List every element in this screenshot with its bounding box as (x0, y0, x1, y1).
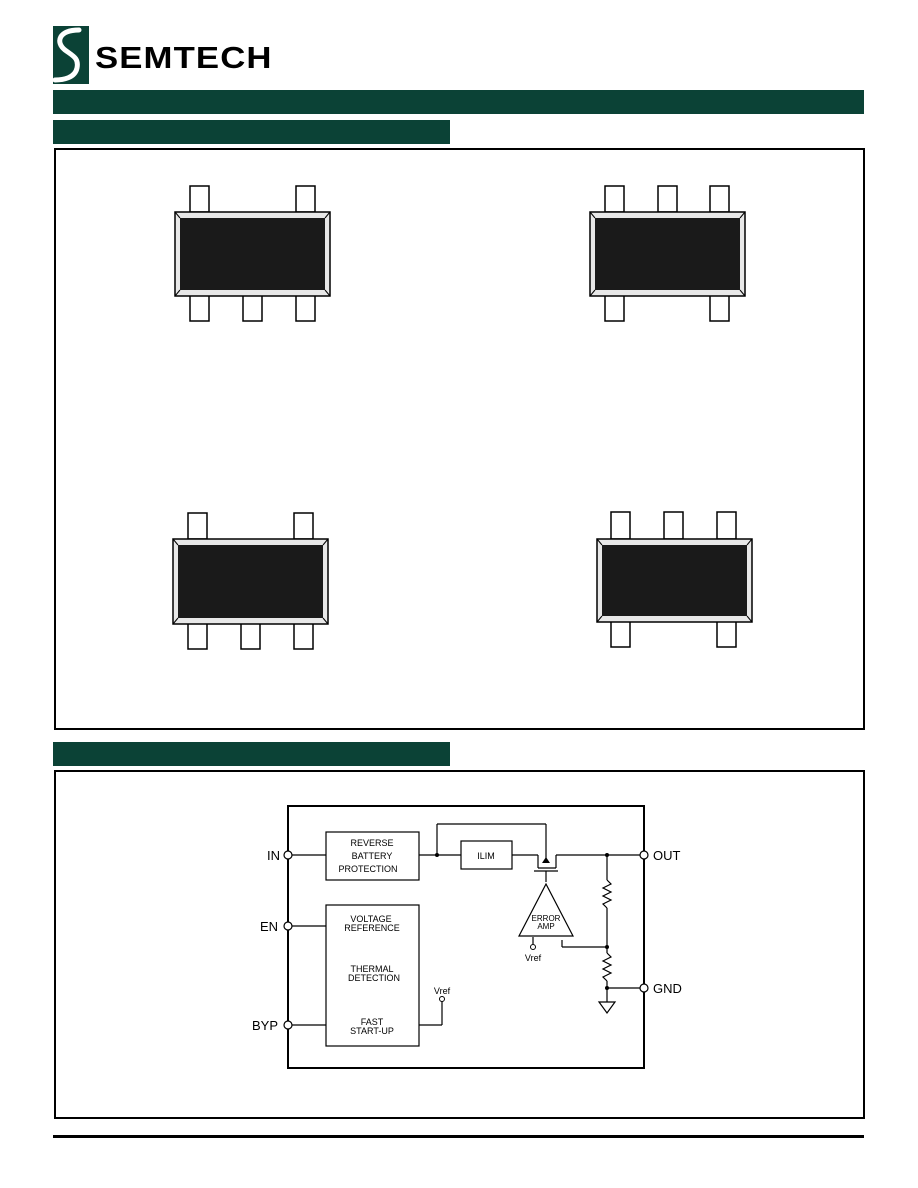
protection-label: PROTECTION (338, 864, 397, 874)
fast-label: FAST (361, 1017, 384, 1027)
pin-label-in: IN (267, 848, 280, 863)
pin (293, 512, 314, 540)
reference-block (325, 904, 420, 1047)
pin (610, 511, 631, 540)
start-up-label: START-UP (350, 1026, 394, 1036)
vref-node-icon (439, 996, 445, 1002)
package-top (595, 218, 740, 290)
header-band (53, 90, 864, 114)
reverse-label: REVERSE (350, 838, 393, 848)
junction-dot (605, 853, 609, 857)
package-top-right (589, 185, 746, 322)
package-bottom-right (596, 511, 753, 648)
resistor-icon (601, 952, 613, 982)
package-top (180, 218, 325, 290)
chip-outline (287, 805, 645, 1069)
junction-dot (605, 945, 609, 949)
junction-dot (605, 986, 609, 990)
pin-label-byp: BYP (252, 1018, 278, 1033)
section-header-block-diagram (53, 742, 450, 766)
brand-name: SEMTECH (95, 40, 273, 75)
pin-label-out: OUT (653, 848, 681, 863)
junction-dot (435, 853, 439, 857)
block-diagram-panel: IN EN BYP OUT GND (54, 770, 865, 1119)
pass-transistor-icon (542, 857, 550, 863)
pin (187, 512, 208, 540)
package-drawings (172, 185, 753, 650)
pin (709, 294, 730, 322)
thermal-label: THERMAL (350, 964, 393, 974)
in-pin-icon (283, 850, 293, 860)
reverse-battery-protection-block (325, 831, 420, 881)
wires (292, 823, 640, 1026)
out-pin-icon (639, 850, 649, 860)
gnd-pin-icon (639, 983, 649, 993)
pin (242, 294, 263, 322)
ilim-block (460, 840, 513, 870)
package-top (178, 545, 323, 618)
ground-icon (597, 1001, 617, 1015)
byp-pin-icon (283, 1020, 293, 1030)
pin (657, 185, 678, 213)
pin (187, 622, 208, 650)
pin (295, 294, 316, 322)
package-top-left (174, 185, 331, 322)
pin (663, 511, 684, 540)
vref-block-label: Vref (434, 986, 451, 996)
reference-label: REFERENCE (344, 923, 400, 933)
vref-node-icon (530, 944, 536, 950)
en-pin-icon (283, 921, 293, 931)
package-bottom-left (172, 512, 329, 650)
pin (240, 622, 261, 650)
block-diagram: IN EN BYP OUT GND (252, 805, 682, 1069)
pin (709, 185, 730, 213)
pin-configuration-panel (54, 148, 865, 730)
pin (716, 511, 737, 540)
pin (295, 185, 316, 213)
vref-amp-label: Vref (525, 953, 542, 963)
pin (610, 620, 631, 648)
semtech-s-mark-icon (53, 26, 89, 84)
package-top (602, 545, 747, 616)
pin (716, 620, 737, 648)
detection-label: DETECTION (348, 973, 400, 983)
pin (604, 294, 625, 322)
pin (189, 185, 210, 213)
pin-label-gnd: GND (653, 981, 682, 996)
resistor-icon (601, 879, 613, 909)
section-header-pin-configuration (53, 120, 450, 144)
pin (189, 294, 210, 322)
voltage-label: VOLTAGE (350, 914, 391, 924)
pin-label-en: EN (260, 919, 278, 934)
pin (293, 622, 314, 650)
battery-label: BATTERY (352, 851, 393, 861)
pin (604, 185, 625, 213)
error-amp-icon (518, 882, 574, 937)
ilim-label: ILIM (477, 851, 495, 861)
error-label: ERROR (532, 914, 561, 923)
amp-label: AMP (537, 922, 554, 931)
footer-rule (53, 1135, 864, 1138)
semtech-logo: SEMTECH (53, 26, 323, 86)
